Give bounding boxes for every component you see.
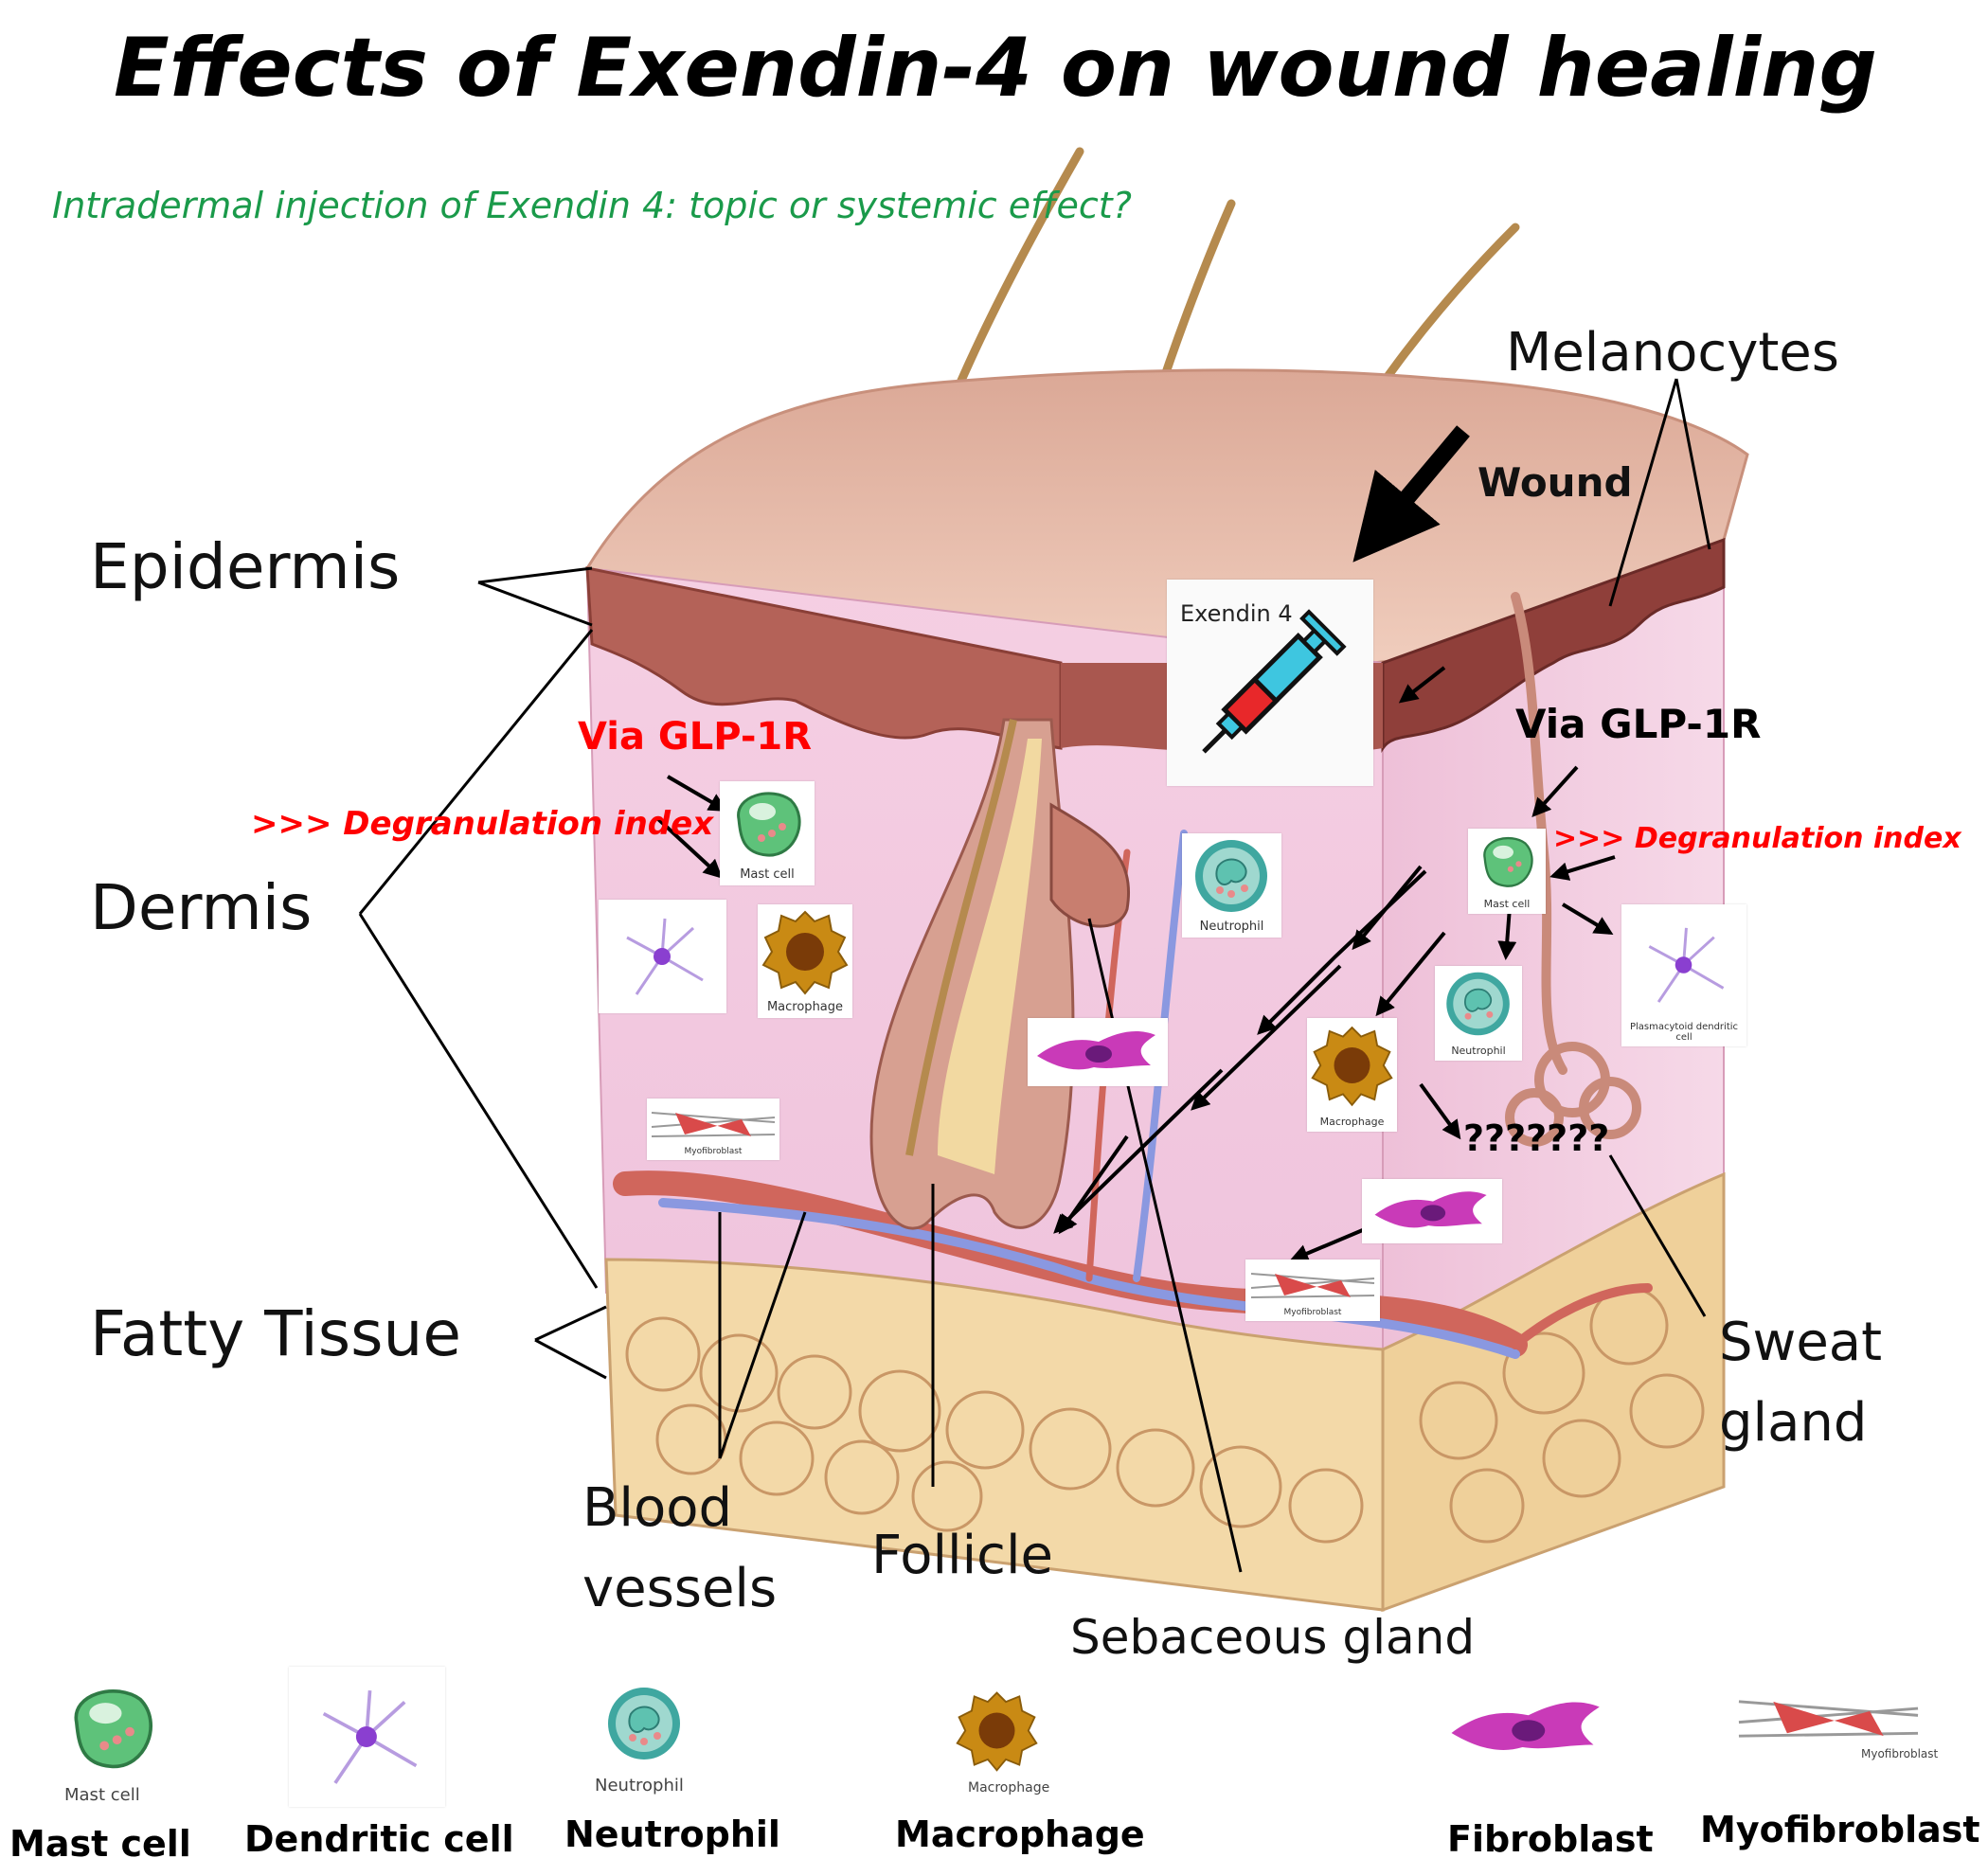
card-dendritic-left — [599, 900, 726, 1013]
card-fibroblast-right — [1362, 1179, 1502, 1243]
legend-macrophage-icon — [956, 1691, 1038, 1772]
macrophage-icon — [761, 910, 849, 995]
dendritic-cell-icon — [626, 918, 704, 995]
mast-cell-icon — [737, 792, 801, 857]
label-fatty-tissue: Fatty Tissue — [90, 1297, 461, 1370]
legend-macrophage: Macrophage — [895, 1813, 1145, 1855]
dendritic-cell-icon-right — [1648, 927, 1725, 1003]
legend-dendritic-cell-icon — [322, 1689, 418, 1784]
page-title: Effects of Exendin-4 on wound healing — [114, 21, 1877, 116]
card-neutrophil-center-label: Neutrophil — [1199, 920, 1264, 934]
label-epidermis: Epidermis — [90, 530, 401, 603]
card-neutrophil-center: Neutrophil — [1182, 833, 1281, 938]
syringe-label: Exendin 4 — [1180, 600, 1293, 627]
legend-neutrophil-icon — [608, 1688, 680, 1760]
epidermis-band-side — [1381, 537, 1726, 753]
card-macrophage-left: Macrophage — [758, 904, 852, 1018]
syringe-card: Exendin 4 — [1167, 580, 1373, 786]
fat-lobules — [625, 1286, 1705, 1544]
macrophage-icon-right — [1311, 1026, 1393, 1107]
card-plasmacytoid: Plasmacytoid dendritic cell — [1621, 904, 1746, 1046]
wound-arrow — [1352, 425, 1470, 563]
card-myofibroblast-left-label: Myofibroblast — [684, 1147, 743, 1156]
annotation-via-glp1r-left: Via GLP-1R — [578, 715, 813, 759]
card-mast-cell-left: Mast cell — [720, 781, 815, 885]
label-melanocytes: Melanocytes — [1506, 322, 1839, 384]
hair-follicle-drawing — [869, 718, 1130, 1230]
fibroblast-icon — [1037, 1031, 1155, 1070]
card-plasmacytoid-label: Plasmacytoid dendritic cell — [1629, 1022, 1739, 1043]
annotation-via-glp1r-right: Via GLP-1R — [1515, 701, 1762, 747]
card-myofibroblast-right-label: Myofibroblast — [1283, 1308, 1342, 1317]
page-subtitle: Intradermal injection of Exendin 4: topi… — [52, 185, 1132, 226]
card-myofibroblast-left: Myofibroblast — [647, 1099, 779, 1160]
legend-neutrophil: Neutrophil — [564, 1813, 780, 1855]
label-dermis: Dermis — [90, 871, 313, 944]
legend-dendritic-cell: Dendritic cell — [244, 1818, 514, 1858]
signaling-arrows — [656, 666, 1616, 1263]
fibroblast-icon-right — [1374, 1191, 1487, 1228]
legend-macrophage-small: Macrophage — [968, 1780, 1050, 1795]
card-neutrophil-right: Neutrophil — [1435, 966, 1522, 1061]
card-mast-cell-right-label: Mast cell — [1483, 898, 1531, 910]
legend-mast-cell-icon — [74, 1689, 152, 1769]
label-blood: Blood — [582, 1477, 733, 1539]
legend-myofibroblast: Myofibroblast — [1700, 1809, 1980, 1850]
epidermis-band — [585, 566, 1063, 750]
neutrophil-icon-right — [1446, 972, 1510, 1036]
card-macrophage-right-label: Macrophage — [1319, 1116, 1385, 1128]
legend-myofibroblast-icon — [1738, 1700, 1919, 1738]
myofibroblast-icon-right — [1250, 1273, 1375, 1298]
card-neutrophil-right-label: Neutrophil — [1451, 1045, 1506, 1057]
card-mast-cell-right: Mast cell — [1468, 829, 1546, 914]
label-gland: gland — [1719, 1392, 1868, 1454]
card-macrophage-right: Macrophage — [1307, 1018, 1397, 1132]
legend-myofibroblast-small: Myofibroblast — [1861, 1747, 1939, 1760]
card-myofibroblast-right: Myofibroblast — [1245, 1260, 1380, 1321]
label-sebaceous-gland: Sebaceous gland — [1070, 1610, 1476, 1665]
legend-mast-cell-small: Mast cell — [64, 1785, 140, 1805]
card-mast-cell-left-label: Mast cell — [740, 867, 795, 882]
label-wound: Wound — [1478, 459, 1633, 506]
legend-fibroblast: Fibroblast — [1447, 1818, 1654, 1858]
myofibroblast-icon — [651, 1112, 776, 1137]
legend-neutrophil-small: Neutrophil — [595, 1776, 684, 1795]
annotation-question-marks: ??????? — [1463, 1117, 1610, 1159]
legend-dendritic-box — [289, 1667, 445, 1807]
card-fibroblast-center — [1028, 1018, 1168, 1086]
annotation-degranulation-left: >>> Degranulation index — [251, 805, 714, 843]
label-sweat: Sweat — [1719, 1312, 1883, 1373]
label-follicle: Follicle — [871, 1525, 1053, 1586]
card-macrophage-left-label: Macrophage — [766, 1000, 844, 1014]
neutrophil-icon — [1195, 840, 1267, 912]
legend-fibroblast-icon — [1451, 1702, 1600, 1750]
annotation-degranulation-right: >>> Degranulation index — [1553, 822, 1961, 855]
syringe-icon — [1202, 609, 1347, 754]
legend-mast-cell: Mast cell — [9, 1823, 191, 1858]
label-vessels: vessels — [582, 1558, 778, 1619]
mast-cell-icon-right — [1483, 836, 1533, 887]
